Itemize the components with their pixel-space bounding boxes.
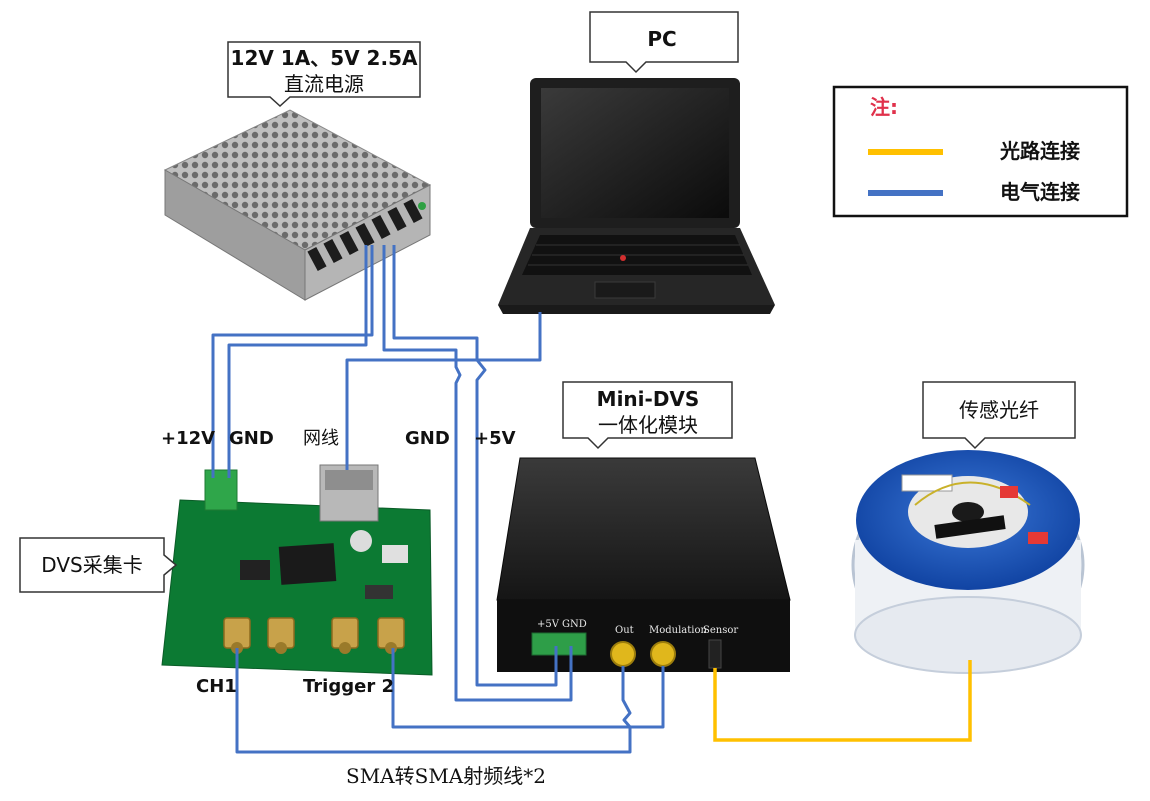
- wire-plus12v: [211, 245, 374, 478]
- module-port-gnd-label: GND: [562, 619, 587, 630]
- wire-gnd-12v: [227, 245, 368, 478]
- module-port-out-label: Out: [615, 625, 634, 636]
- mini-dvs-subtitle: 一体化模块: [598, 413, 698, 437]
- callout-mini-dvs: Mini-DVS 一体化模块: [562, 381, 733, 450]
- fiber-reel-image: [851, 450, 1085, 674]
- label-gnd-left: GND: [229, 428, 274, 449]
- legend-optical-label: 光路连接: [999, 139, 1080, 163]
- callout-dvs-card: DVS采集卡: [19, 537, 178, 593]
- label-plus12v: +12V: [161, 428, 215, 449]
- dvs-card-title: DVS采集卡: [41, 553, 142, 577]
- module-port-sensor-label: Sensor: [703, 625, 738, 636]
- dvs-card-image: [161, 464, 433, 676]
- label-trigger2: Trigger 2: [303, 676, 394, 697]
- callout-power-supply: 12V 1A、5V 2.5A 直流电源: [227, 41, 421, 108]
- label-ethernet: 网线: [303, 428, 339, 449]
- label-plus5v: +5V: [474, 428, 516, 449]
- laptop-image: [498, 78, 775, 314]
- fiber-title: 传感光纤: [959, 398, 1039, 422]
- power-supply-spec: 12V 1A、5V 2.5A: [231, 46, 418, 70]
- wire-plus5v: [392, 245, 558, 687]
- legend-box: 注: 光路连接 电气连接: [832, 85, 1129, 218]
- mini-dvs-module-image: +5V GND Out Modulation Sensor: [496, 457, 791, 672]
- power-supply-image: [163, 109, 432, 301]
- label-gnd-right: GND: [405, 428, 450, 449]
- callout-fiber: 传感光纤: [922, 381, 1076, 450]
- mini-dvs-title: Mini-DVS: [597, 387, 700, 411]
- label-sma-cable: SMA转SMA射频线*2: [346, 764, 546, 788]
- label-ch1: CH1: [196, 676, 237, 697]
- pc-title: PC: [647, 27, 676, 51]
- wire-sma-ch1: [235, 648, 632, 754]
- legend-title: 注:: [870, 95, 898, 119]
- electrical-wiring: [211, 245, 665, 754]
- module-port-modulation-label: Modulation: [649, 625, 707, 636]
- optical-fiber-link: [713, 660, 972, 742]
- legend-electrical-label: 电气连接: [1000, 180, 1080, 204]
- module-port-plus5v-label: +5V: [537, 619, 560, 630]
- power-supply-title: 直流电源: [284, 72, 364, 96]
- callout-pc: PC: [589, 11, 739, 74]
- wire-gnd-5v: [382, 245, 573, 702]
- wire-sma-trigger2: [391, 648, 665, 729]
- wire-ethernet: [345, 312, 542, 470]
